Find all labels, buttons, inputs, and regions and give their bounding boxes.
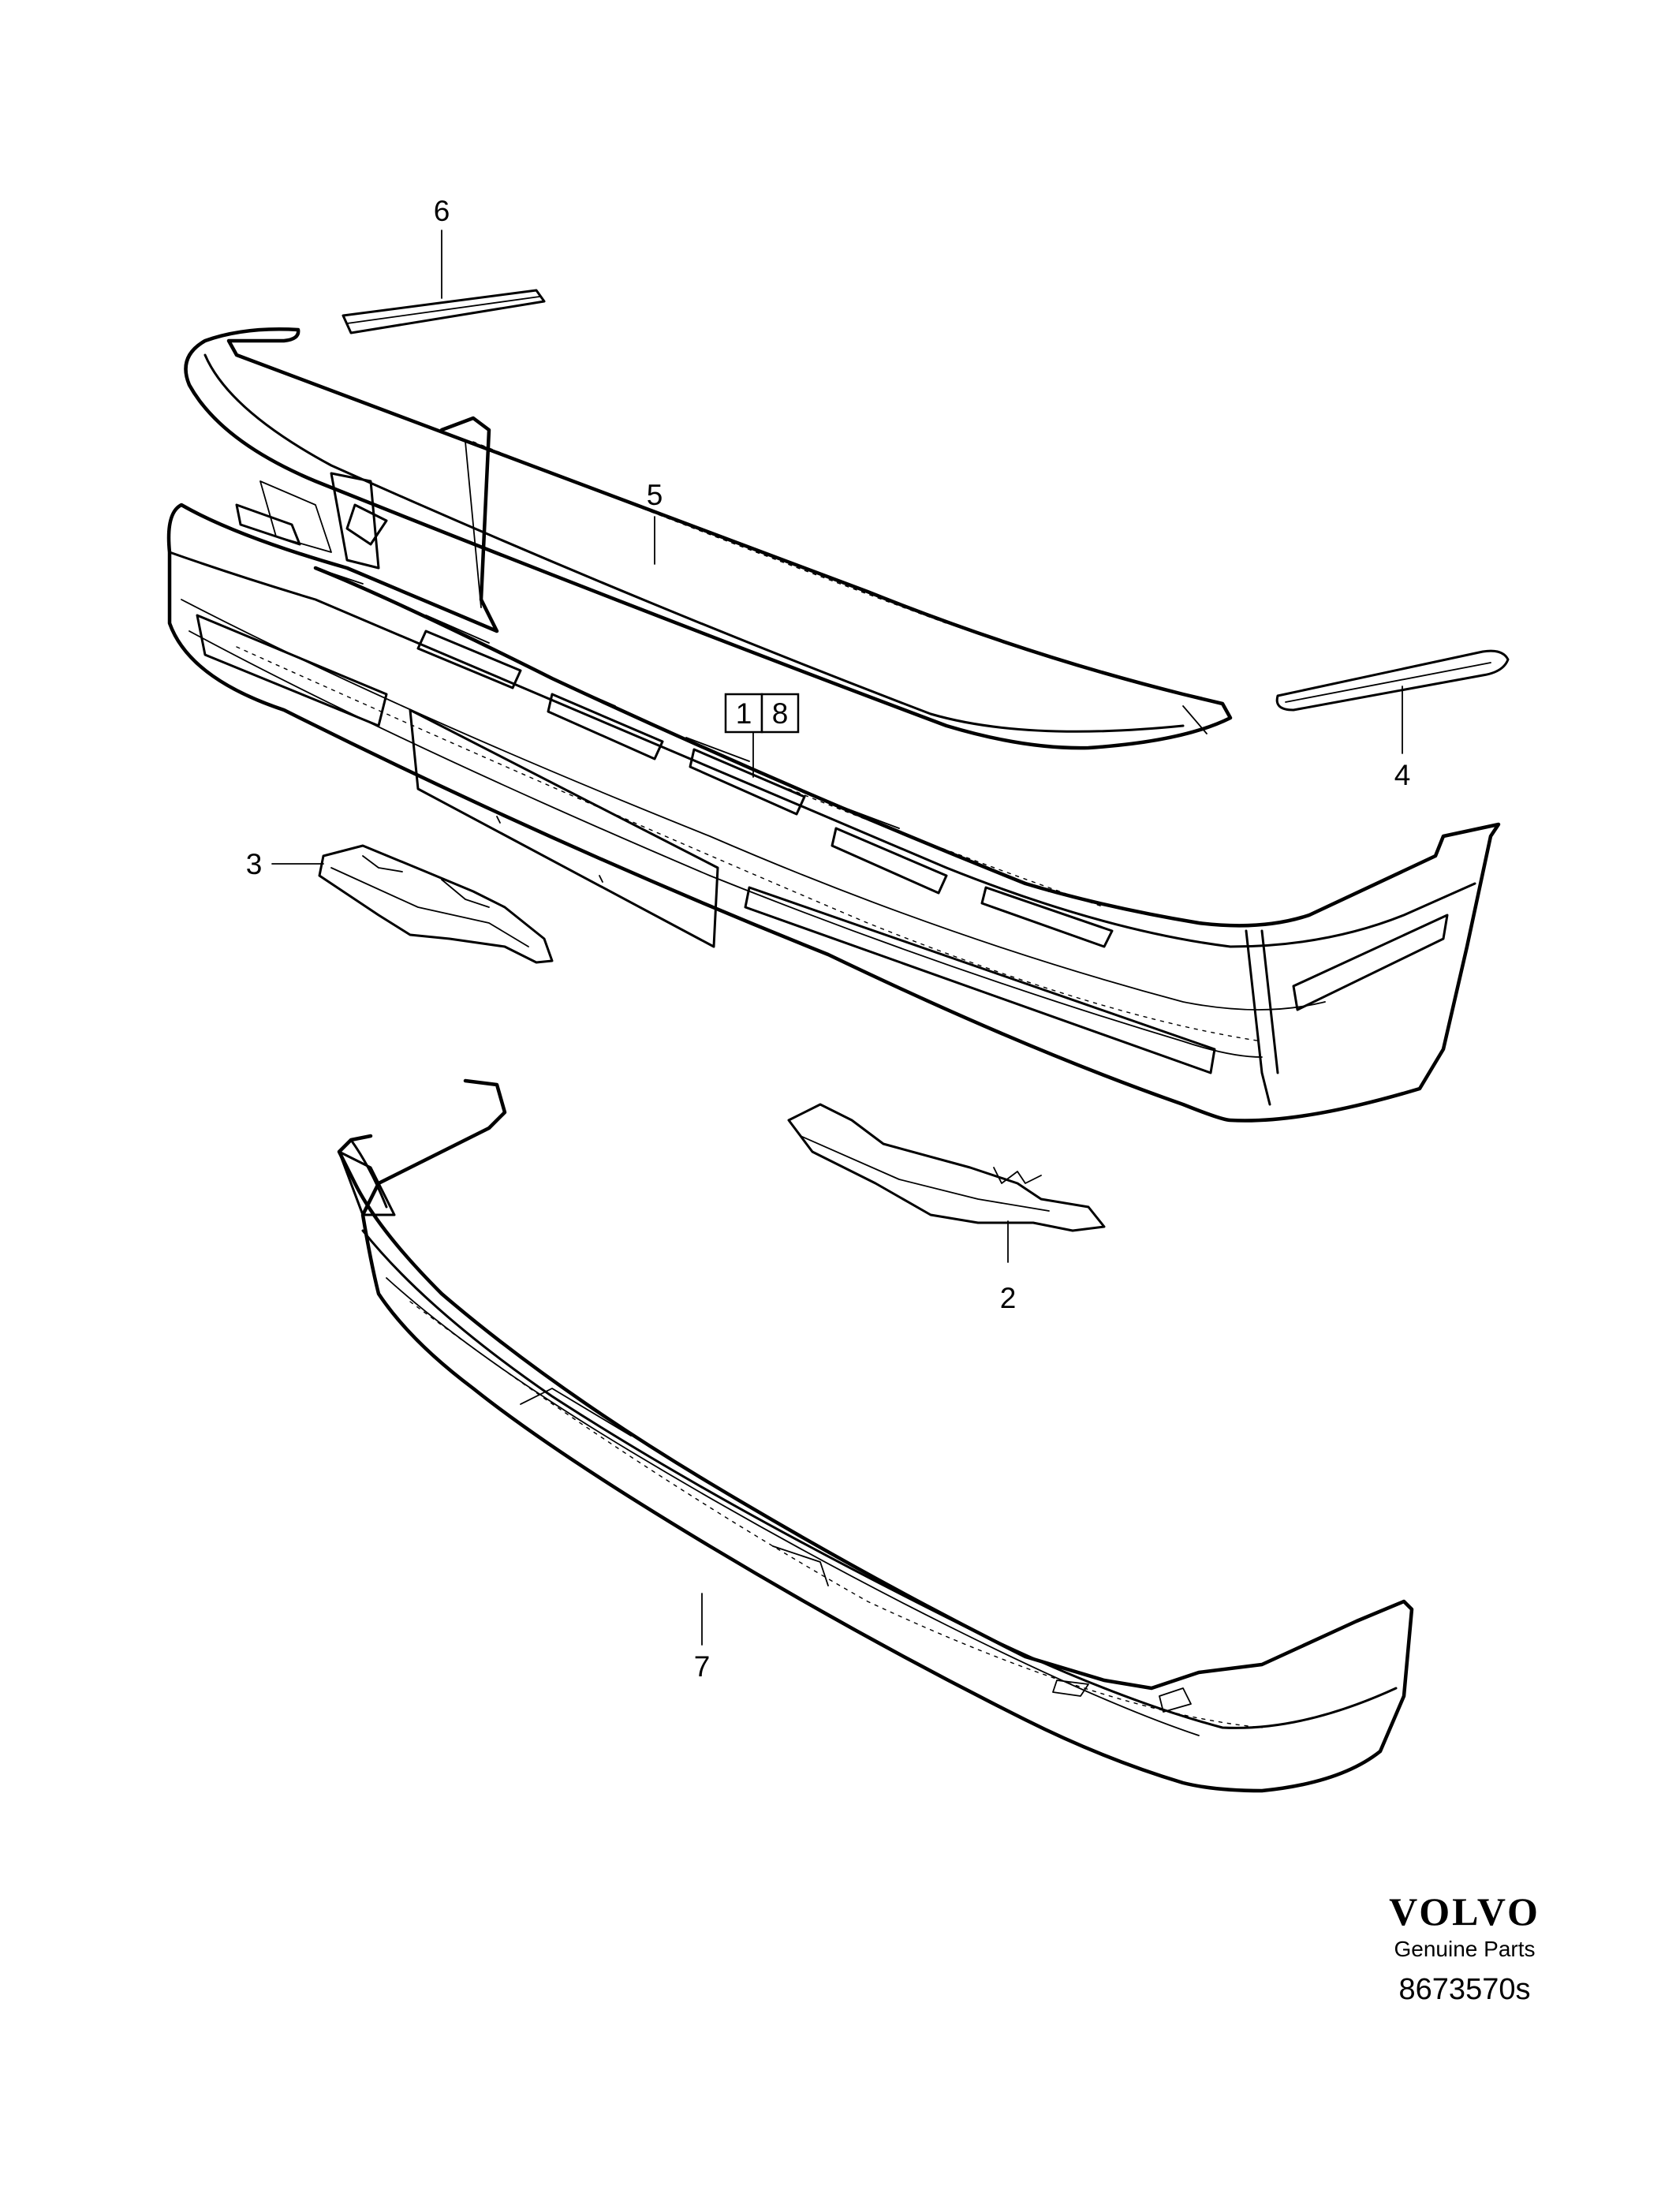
callout-8: 8 <box>772 697 789 730</box>
brand-block: VOLVO Genuine Parts 8673570s <box>1346 1889 1583 2011</box>
part-3-left-bracket[interactable] <box>318 844 554 964</box>
callout-5: 5 <box>647 479 663 511</box>
brand-subtitle: Genuine Parts <box>1394 1937 1536 1961</box>
callout-2: 2 <box>1000 1282 1017 1314</box>
part-6-trim-strip[interactable] <box>342 289 546 334</box>
callout-6: 6 <box>434 195 450 227</box>
part-7-lower-valance[interactable] <box>337 1078 1414 1793</box>
callout-1: 1 <box>736 697 752 730</box>
part-2-right-bracket[interactable] <box>787 1103 1106 1232</box>
callout-box-1-8: 1 8 <box>724 693 800 734</box>
diagram-number: 8673570s <box>1398 1973 1531 2006</box>
rear-bumper-cover[interactable] <box>166 416 1501 1123</box>
volvo-logo: VOLVO <box>1389 1889 1540 1934</box>
part-4-side-trim[interactable] <box>1275 649 1510 712</box>
part-5-top-molding[interactable] <box>184 327 1233 750</box>
callout-7: 7 <box>694 1650 711 1683</box>
callout-3: 3 <box>246 848 263 880</box>
callout-4: 4 <box>1394 759 1411 791</box>
